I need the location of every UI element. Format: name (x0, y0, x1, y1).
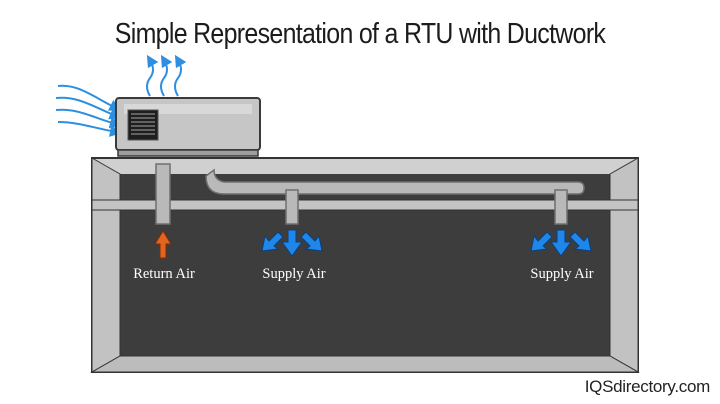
diagram-title: Simple Representation of a RTU with Duct… (114, 18, 606, 50)
return-air-arrow-icon (154, 230, 172, 259)
supply-air-arrows-right-icon (530, 229, 592, 257)
watermark: IQSdirectory.com (584, 377, 711, 396)
supply-air-label-right: Supply Air (530, 266, 593, 282)
intake-air-icon (55, 84, 122, 137)
rtu-unit (115, 97, 261, 160)
exhaust-air-icon (146, 54, 187, 97)
supply-air-arrows-left-icon (261, 229, 323, 257)
supply-ductwork (155, 163, 585, 225)
return-air-label: Return Air (133, 266, 195, 282)
supply-air-label-left: Supply Air (262, 266, 325, 282)
